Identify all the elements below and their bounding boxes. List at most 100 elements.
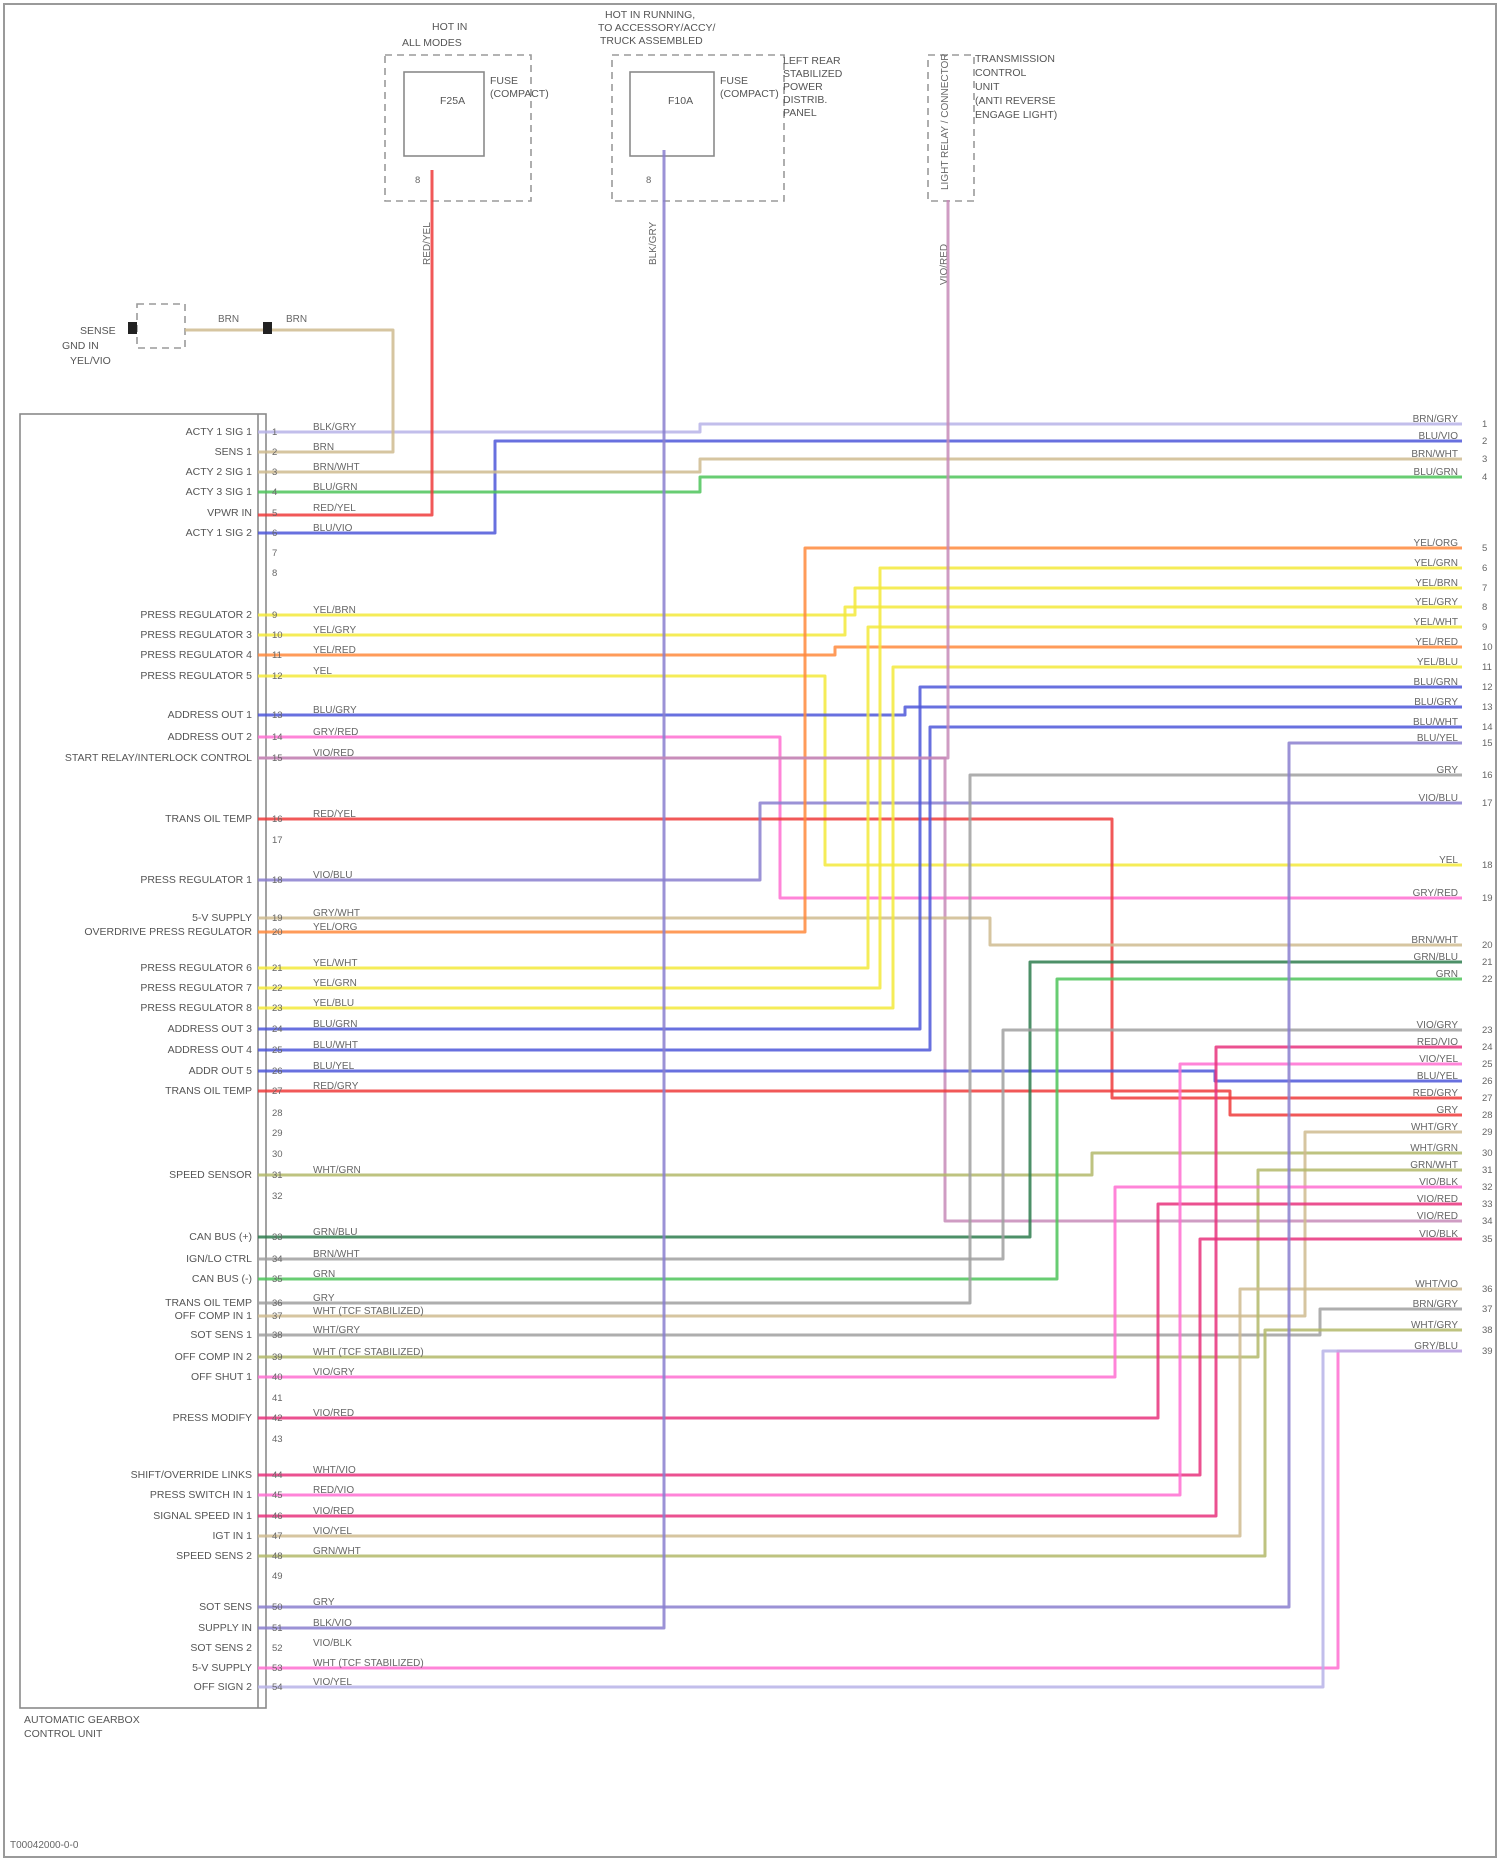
- wire-4: [258, 588, 1462, 615]
- right-pin-number: 31: [1482, 1165, 1493, 1176]
- right-pin-number: 2: [1482, 436, 1487, 447]
- sense-ground-connector: SENSE GND IN YEL/VIO BRN BRN: [62, 304, 307, 367]
- left-pin-wire-code: GRN/BLU: [313, 1227, 357, 1238]
- left-pin-wire-code: YEL/ORG: [313, 922, 358, 933]
- left-pin-wire-code: GRY/WHT: [313, 908, 360, 919]
- right-pin-wire-code: RED/GRY: [1413, 1088, 1459, 1099]
- fuse-box-2-connector: 8: [646, 175, 651, 186]
- left-pin-number: 19: [272, 913, 283, 924]
- relay-note-3: UNIT: [975, 81, 1000, 93]
- right-pin-wire-code: GRY/RED: [1413, 888, 1458, 899]
- right-pin-wire-code: YEL/ORG: [1414, 538, 1459, 549]
- right-pin-number: 8: [1482, 602, 1487, 613]
- left-pin-wire-code: BLU/YEL: [313, 1061, 355, 1072]
- fuse-box-1-fuse: FUSE: [490, 75, 518, 87]
- left-pin-number: 51: [272, 1623, 283, 1634]
- fuse-box-2-note-3: POWER: [783, 81, 823, 93]
- left-pin-label: ACTY 1 SIG 1: [186, 426, 252, 438]
- fuse-box-2-fuse: FUSE: [720, 75, 748, 87]
- tcm-label-line1: AUTOMATIC GEARBOX: [24, 1714, 140, 1726]
- left-pin-wire-code: GRY/RED: [313, 727, 358, 738]
- left-pin-number: 7: [272, 548, 277, 559]
- right-pin-number: 1: [1482, 419, 1487, 430]
- left-pin-wire-code: WHT/GRY: [313, 1325, 360, 1336]
- right-pin-wire-code: BLU/GRY: [1414, 697, 1458, 708]
- right-pin-number: 30: [1482, 1148, 1493, 1159]
- relay-note-4: (ANTI REVERSE: [975, 95, 1056, 107]
- fuse-box-2-note-1: LEFT REAR: [783, 55, 841, 67]
- wire-12: [258, 803, 1462, 880]
- right-pin-number: 28: [1482, 1110, 1493, 1121]
- right-pin-wire-code: WHT/GRY: [1411, 1122, 1458, 1133]
- right-pin-number: 25: [1482, 1059, 1493, 1070]
- wire-8: [258, 707, 1462, 715]
- left-pin-wire-code: RED/YEL: [313, 503, 356, 514]
- left-pin-label: SPEED SENS 2: [176, 1550, 252, 1562]
- right-pin-number: 12: [1482, 682, 1493, 693]
- left-pin-number: 40: [272, 1372, 283, 1383]
- left-pin-wire-code: BRN: [313, 442, 334, 453]
- right-pin-wire-code: BRN/WHT: [1411, 935, 1458, 946]
- left-pin-number: 50: [272, 1602, 283, 1613]
- right-pin-wire-code: BLU/YEL: [1417, 733, 1459, 744]
- left-pin-label: SUPPLY IN: [198, 1622, 252, 1634]
- right-pin-number: 21: [1482, 957, 1493, 968]
- sense-wire: [258, 330, 393, 452]
- left-pin-wire-code: VIO/BLK: [313, 1638, 352, 1649]
- right-pin-wire-code: VIO/RED: [1417, 1211, 1458, 1222]
- fuse-box-1-connector: 8: [415, 175, 420, 186]
- left-pin-label: PRESS REGULATOR 8: [140, 1002, 252, 1014]
- right-pin-number: 19: [1482, 893, 1493, 904]
- right-pin-wire-code: GRN/BLU: [1414, 952, 1458, 963]
- right-pin-wire-code: VIO/BLU: [1419, 793, 1458, 804]
- wire-20: [258, 1071, 1462, 1081]
- left-pin-label: 5-V SUPPLY: [192, 1662, 252, 1674]
- right-pin-wire-code: VIO/RED: [1417, 1194, 1458, 1205]
- left-pin-label: 5-V SUPPLY: [192, 912, 252, 924]
- left-pin-number: 54: [272, 1682, 283, 1693]
- left-pin-number: 24: [272, 1024, 283, 1035]
- right-pin-wire-code: YEL/BLU: [1417, 657, 1458, 668]
- left-pin-label: TRANS OIL TEMP: [165, 1085, 252, 1097]
- left-pin-number: 30: [272, 1149, 283, 1160]
- sense-label-1: SENSE: [80, 325, 116, 337]
- right-pin-wire-code: YEL/GRN: [1414, 558, 1458, 569]
- left-pin-label: PRESS REGULATOR 4: [140, 649, 252, 661]
- right-pin-number: 17: [1482, 798, 1493, 809]
- left-pin-wire-code: VIO/RED: [313, 1506, 354, 1517]
- left-pin-number: 44: [272, 1470, 283, 1481]
- right-pin-wire-code: WHT/VIO: [1415, 1279, 1458, 1290]
- left-pin-wire-code: RED/GRY: [313, 1081, 359, 1092]
- left-pin-number: 17: [272, 835, 283, 846]
- left-pin-number: 10: [272, 630, 283, 641]
- left-pin-number: 20: [272, 927, 283, 938]
- left-pin-wire-code: VIO/GRY: [313, 1367, 355, 1378]
- left-pin-number: 6: [272, 528, 277, 539]
- right-pin-wire-code: GRN: [1436, 969, 1458, 980]
- left-pin-number: 32: [272, 1191, 283, 1202]
- left-pin-wire-code: VIO/BLU: [313, 870, 352, 881]
- left-pin-number: 34: [272, 1254, 283, 1265]
- right-pin-number: 18: [1482, 860, 1493, 871]
- feed-wire-relay: [258, 200, 948, 758]
- left-pin-label: SPEED SENSOR: [169, 1169, 252, 1181]
- right-pin-number: 7: [1482, 583, 1487, 594]
- right-pin-wire-code: GRY: [1437, 1105, 1459, 1116]
- left-pin-number: 9: [272, 610, 277, 621]
- tcm-label-line2: CONTROL UNIT: [24, 1728, 103, 1740]
- right-pin-number: 27: [1482, 1093, 1493, 1104]
- fuse-box-1-title-line2: ALL MODES: [402, 37, 462, 49]
- left-pin-wire-code: BRN/WHT: [313, 462, 360, 473]
- left-pin-wire-code: GRN: [313, 1269, 335, 1280]
- right-pin-wire-code: VIO/GRY: [1417, 1020, 1459, 1031]
- left-pin-label: PRESS REGULATOR 1: [140, 874, 252, 886]
- left-pin-wire-code: BLU/GRN: [313, 482, 357, 493]
- left-pin-label: PRESS REGULATOR 6: [140, 962, 252, 974]
- fuse-box-2-title-line3: TRUCK ASSEMBLED: [600, 35, 703, 47]
- right-pin-number: 34: [1482, 1216, 1493, 1227]
- wire-5: [258, 607, 1462, 635]
- left-pin-wire-code: BLU/GRY: [313, 705, 357, 716]
- wire-35: [258, 1289, 1462, 1536]
